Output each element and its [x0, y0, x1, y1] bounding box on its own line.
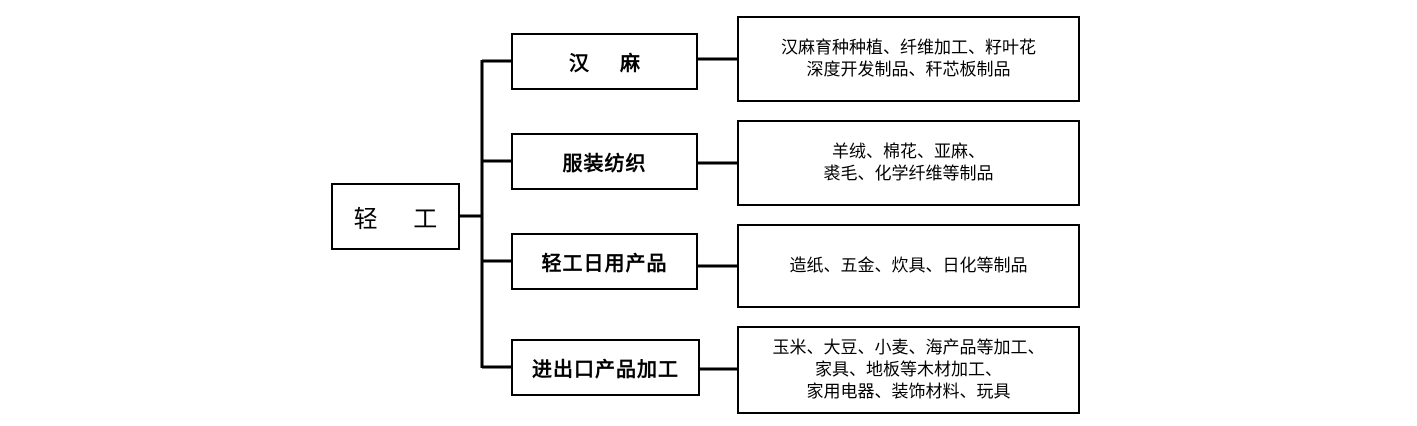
root-label: 轻 工: [353, 205, 452, 233]
category-label: 轻工日用产品: [541, 251, 668, 275]
category-node-hemp: 汉 麻: [511, 33, 698, 90]
detail-line: 汉麻育种种植、纤维加工、籽叶花: [781, 38, 1036, 58]
category-node-import-export: 进出口产品加工: [511, 339, 700, 396]
detail-line: 造纸、五金、炊具、日化等制品: [789, 256, 1028, 276]
category-label: 服装纺织: [562, 151, 647, 175]
detail-node-daily-products: 造纸、五金、炊具、日化等制品: [737, 224, 1080, 308]
detail-node-hemp: 汉麻育种种植、纤维加工、籽叶花 深度开发制品、秆芯板制品: [737, 16, 1080, 102]
detail-line: 羊绒、棉花、亚麻、: [832, 142, 985, 162]
detail-line: 深度开发制品、秆芯板制品: [806, 60, 1011, 80]
detail-node-import-export: 玉米、大豆、小麦、海产品等加工、 家具、地板等木材加工、 家用电器、装饰材料、玩…: [737, 326, 1080, 414]
detail-line: 玉米、大豆、小麦、海产品等加工、: [772, 338, 1045, 358]
detail-line: 家具、地板等木材加工、: [815, 360, 1002, 380]
category-label: 进出口产品加工: [532, 357, 679, 381]
category-node-textiles: 服装纺织: [511, 133, 698, 190]
detail-node-textiles: 羊绒、棉花、亚麻、 裘毛、化学纤维等制品: [737, 120, 1080, 206]
category-node-daily-products: 轻工日用产品: [511, 233, 698, 290]
detail-line: 裘毛、化学纤维等制品: [823, 164, 994, 184]
root-node: 轻 工: [331, 183, 460, 250]
category-label: 汉 麻: [569, 51, 652, 75]
detail-line: 家用电器、装饰材料、玩具: [806, 382, 1011, 402]
